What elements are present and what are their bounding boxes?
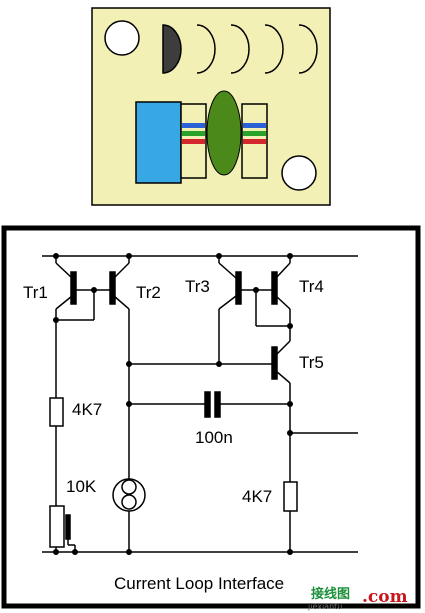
band-red-right [243, 139, 266, 144]
tr3-base-bar [235, 271, 242, 305]
pcb-resistor-left [180, 103, 207, 179]
band-red-left [182, 139, 205, 144]
tr2-base-bar [109, 271, 116, 305]
junction-dots [53, 253, 293, 555]
schematic [42, 253, 358, 555]
label-tr3: Tr3 [185, 277, 210, 296]
label-tr1: Tr1 [23, 283, 48, 302]
schematic-caption: Current Loop Interface [114, 574, 284, 593]
capacitor-100n [129, 391, 290, 418]
resistor-4k7-right [283, 481, 298, 512]
connector-pad-1 [162, 24, 182, 74]
connector-pads [162, 24, 318, 74]
transistor-tr3 [218, 256, 290, 364]
pcb-layout [91, 7, 331, 206]
label-tr4: Tr4 [299, 277, 324, 296]
watermark-cn: 接线图 [311, 586, 350, 602]
band-green-left [182, 131, 205, 136]
connector-pad-2 [196, 24, 216, 74]
label-cap: 100n [195, 428, 233, 447]
label-r1: 4K7 [72, 400, 102, 419]
watermark: 接线图 .com jiexiantu [307, 586, 408, 611]
tr4-base-bar [271, 271, 278, 305]
tr1-base-bar [70, 271, 77, 305]
current-source [112, 478, 146, 512]
resistor-4k7-left [49, 397, 64, 427]
schematic-frame [1, 225, 421, 609]
label-tr2: Tr2 [136, 283, 161, 302]
band-green-right [243, 131, 266, 136]
connector-pad-4 [264, 24, 284, 74]
watermark-sub: jiexiantu [307, 602, 342, 611]
band-blue-left [182, 123, 205, 128]
band-blue-right [243, 123, 266, 128]
potentiometer-wiper [65, 514, 71, 540]
label-r3: 4K7 [242, 487, 272, 506]
mounting-hole-top-left [104, 20, 140, 56]
pcb-capacitor-oval [206, 90, 242, 176]
potentiometer-10k [49, 505, 65, 548]
tr5-base-bar [271, 346, 278, 380]
connector-pad-5 [298, 24, 318, 74]
label-r2: 10K [66, 477, 97, 496]
pcb-resistor-right [241, 103, 268, 179]
connector-pad-3 [230, 24, 250, 74]
mounting-hole-bottom-right [281, 155, 317, 191]
watermark-com: .com [362, 587, 408, 607]
label-tr5: Tr5 [299, 353, 324, 372]
pcb-chip [135, 101, 182, 184]
